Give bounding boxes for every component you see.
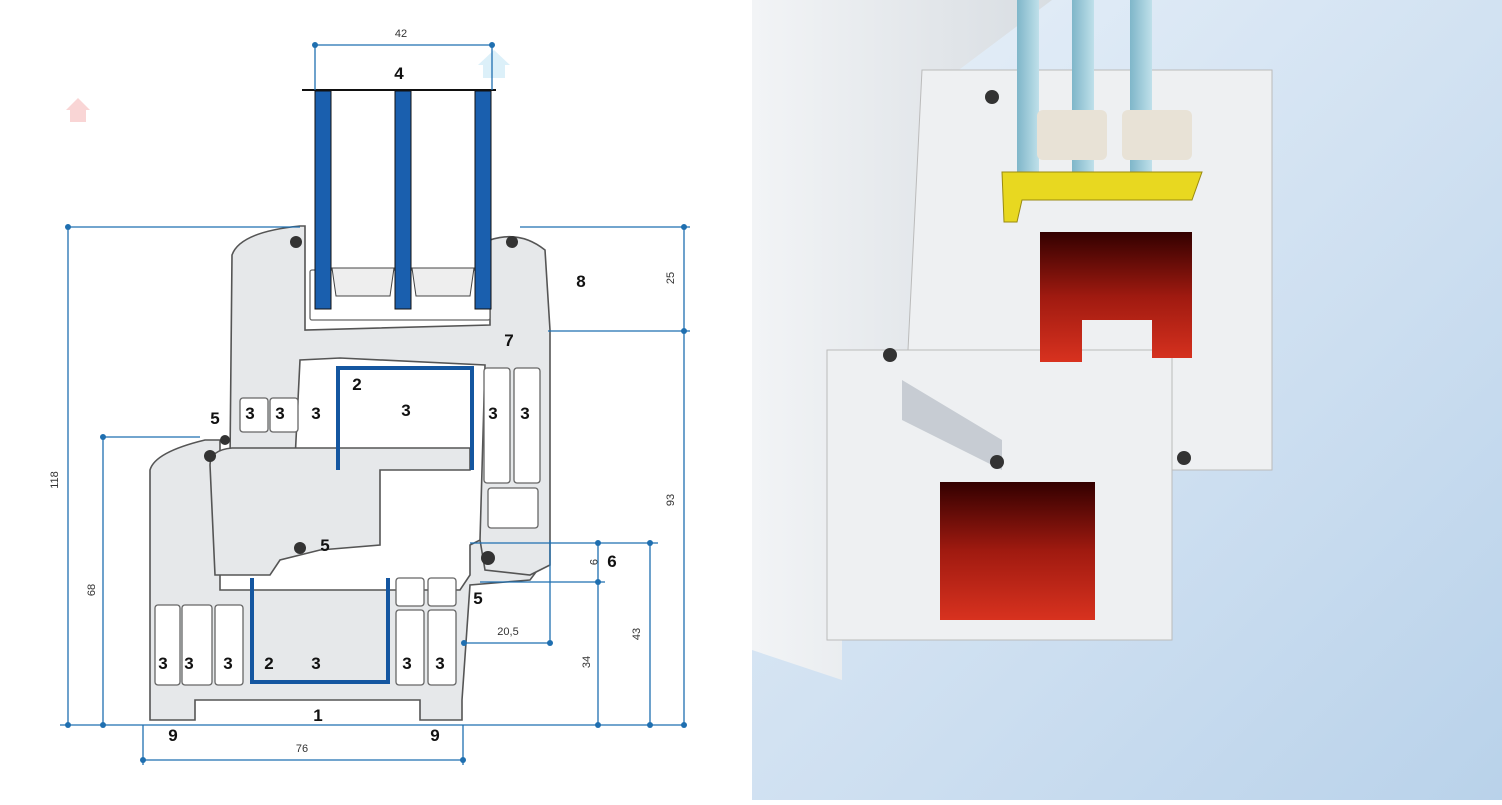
callout-3: 3: [488, 404, 497, 423]
desiccant-spacer: [1037, 110, 1107, 160]
window-profile-render: [752, 0, 1273, 680]
callout-2: 2: [264, 654, 273, 673]
callout-6: 6: [607, 552, 616, 571]
callout-9: 9: [430, 726, 439, 745]
glazing-bead-spacer: [1001, 171, 1203, 223]
callout-5: 5: [320, 536, 329, 555]
frame-steel-reinforcement: [940, 482, 1095, 620]
technical-drawing-panel: 42 118 68 25 93 9 20,5 34 43 76 4 8 7 2 …: [0, 0, 752, 800]
callout-1: 1: [313, 706, 322, 725]
callout-5: 5: [210, 409, 219, 428]
dimension-label-glass-rebate: 25: [665, 272, 677, 284]
callout-7: 7: [504, 331, 513, 350]
callout-3: 3: [311, 654, 320, 673]
dimension-label-offset: 20,5: [497, 626, 518, 638]
callout-3: 3: [435, 654, 444, 673]
callout-3: 3: [520, 404, 529, 423]
frame-steel-reinforcement: [250, 578, 390, 684]
gasket-icons: [204, 236, 518, 565]
sash-steel-reinforcement: [336, 366, 474, 470]
callout-5: 5: [473, 589, 482, 608]
dimension-label-glazing-width: 42: [395, 28, 407, 40]
callout-3: 3: [184, 654, 193, 673]
dimension-label-sash-height: 93: [665, 494, 677, 506]
callout-8: 8: [576, 272, 585, 291]
dimension-label-frame-width: 76: [296, 743, 308, 755]
callout-glazing: 4: [394, 64, 404, 83]
callout-3: 3: [311, 404, 320, 423]
callout-3: 3: [223, 654, 232, 673]
sash-steel-reinforcement: [1040, 232, 1192, 362]
desiccant-spacer: [1122, 110, 1192, 160]
callout-9: 9: [168, 726, 177, 745]
triple-glazing-unit: [302, 89, 496, 310]
callout-3: 3: [401, 401, 410, 420]
dimension-lines: [60, 42, 690, 765]
dimension-label-frame-depth-34: 34: [581, 656, 593, 668]
profile-3d-render: [752, 0, 1502, 800]
dimension-label-overlap: 9: [587, 559, 599, 565]
callout-3: 3: [158, 654, 167, 673]
dimension-label-frame-height: 68: [86, 584, 98, 596]
callout-3: 3: [245, 404, 254, 423]
callout-2: 2: [352, 375, 361, 394]
dimension-label-frame-depth-43: 43: [631, 628, 643, 640]
gasket-icons: [883, 90, 1191, 469]
profile-cross-section-drawing: 42 118 68 25 93 9 20,5 34 43 76 4 8 7 2 …: [49, 28, 690, 765]
callout-3: 3: [275, 404, 284, 423]
gasket-strip: [902, 380, 1002, 470]
glass-pane: [1017, 0, 1039, 180]
callout-3: 3: [402, 654, 411, 673]
dimension-label-total-height: 118: [49, 471, 61, 489]
